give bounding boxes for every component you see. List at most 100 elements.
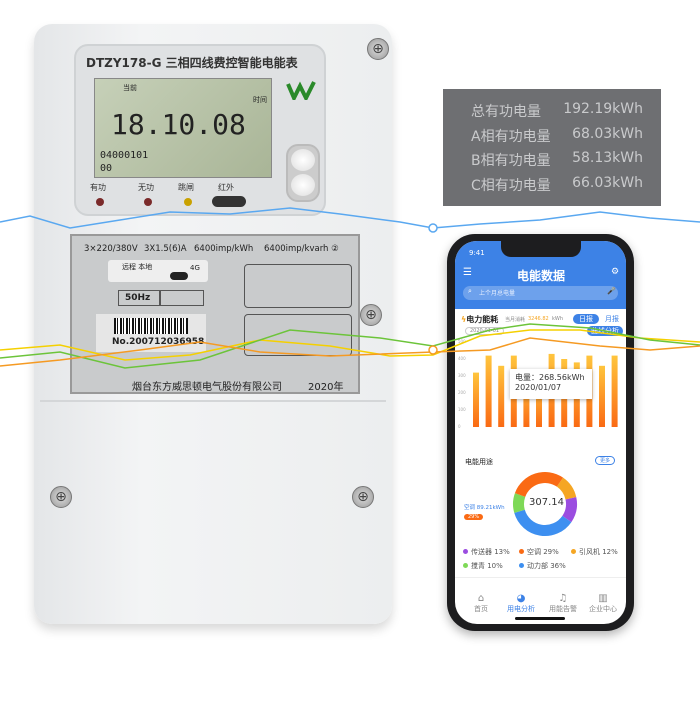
- callout-label: 空调 89.21kWh: [464, 505, 505, 511]
- tooltip-value: 电量：268.56kWh: [515, 373, 585, 382]
- energy-title: ϟ电力能耗: [461, 315, 499, 324]
- y-tick-label: 200: [458, 390, 466, 395]
- screw-icon: ⊕: [352, 486, 374, 508]
- app-title: 电能数据: [517, 269, 566, 283]
- legend-item: 传送器 13%: [463, 547, 510, 557]
- tab-analysis[interactable]: ◕用电分析: [501, 593, 541, 614]
- phone-screen: 9:41 ☰ 电能数据 ⚙ ⌕ 上个月总电量 🎤 ϟ电力能耗 当月消耗 3246…: [455, 241, 626, 624]
- bar[interactable]: [599, 365, 605, 427]
- bar[interactable]: [523, 376, 530, 427]
- year: 2020年: [308, 382, 344, 393]
- legend-item: 搅青 10%: [463, 561, 503, 571]
- indicator-label: 无功: [138, 183, 154, 192]
- trip-led-icon: [184, 198, 192, 206]
- lcd-display: 当前 时间 18.10.08 04000101 00: [94, 78, 272, 178]
- settings-icon[interactable]: ⚙: [611, 267, 620, 277]
- daily-report-button[interactable]: 日报: [573, 314, 599, 324]
- screw-icon: ⊕: [360, 304, 382, 326]
- lcd-code: 04000101: [100, 150, 149, 161]
- bar[interactable]: [611, 355, 618, 427]
- active-constant: 6400imp/kWh: [194, 244, 254, 254]
- reading-row: 总有功电量 192.19kWh: [471, 101, 643, 126]
- legend-item: 动力部 36%: [519, 561, 566, 571]
- module-box: 远程 本地 4G: [108, 260, 208, 282]
- menu-icon[interactable]: ☰: [463, 267, 472, 278]
- wiring-diagram: [244, 314, 352, 356]
- meter-faceplate: DTZY178-G 三相四线费控智能电能表 当前 时间 18.10.08 040…: [74, 44, 326, 216]
- reactive-constant: 6400imp/kvarh ②: [264, 244, 339, 254]
- screw-icon: ⊕: [367, 38, 389, 60]
- tab-enterprise[interactable]: ▥企业中心: [583, 593, 623, 614]
- active-led-icon: [96, 198, 104, 206]
- module-labels: 远程 本地: [122, 263, 153, 271]
- y-tick-label: 0: [458, 424, 461, 429]
- pie-chart-icon: ◕: [516, 593, 526, 604]
- reading-value: 66.03kWh: [572, 174, 643, 191]
- serial-number: No.200712036958: [112, 337, 205, 347]
- usage-title: 电能用途: [465, 458, 493, 466]
- barcode-icon: [114, 318, 188, 334]
- tab-alerts[interactable]: ♫用能告警: [543, 593, 583, 614]
- frequency: 50Hz: [125, 293, 151, 303]
- meter-model: DTZY178-G 三相四线费控智能电能表: [86, 56, 298, 70]
- donut-slice[interactable]: [514, 509, 572, 536]
- terminal-cover: [40, 400, 386, 615]
- bar[interactable]: [536, 381, 542, 427]
- lcd-main-value: 18.10.08: [111, 108, 246, 141]
- donut-slice[interactable]: [562, 497, 577, 523]
- orange-line-marker: [428, 345, 438, 355]
- infrared-port-icon: [212, 196, 246, 207]
- manufacturer: 烟台东方威思顿电气股份有限公司: [132, 382, 282, 393]
- lcd-sub: 00: [100, 163, 113, 174]
- app-header: 9:41 ☰ 电能数据 ⚙ ⌕ 上个月总电量 🎤: [455, 241, 626, 309]
- reading-value: 68.03kWh: [572, 125, 643, 142]
- y-tick-label: 300: [458, 373, 466, 378]
- tooltip-date: 2020/01/07: [515, 383, 562, 392]
- lcd-label-current: 当前: [123, 84, 137, 92]
- reading-label: 总有功电量: [471, 104, 541, 120]
- phone-notch: [501, 241, 581, 257]
- search-input[interactable]: ⌕ 上个月总电量 🎤: [463, 286, 618, 300]
- donut-slice[interactable]: [514, 472, 564, 497]
- monthly-report-button[interactable]: 月报: [605, 315, 619, 323]
- status-time: 9:41: [469, 249, 485, 257]
- donut-slice[interactable]: [556, 477, 577, 500]
- bar[interactable]: [485, 355, 492, 427]
- terminal-diagram: [244, 264, 352, 308]
- reading-value: 58.13kWh: [572, 150, 643, 166]
- donut-slice[interactable]: [513, 493, 526, 513]
- reading-label: B相有功电量: [471, 153, 551, 169]
- bar[interactable]: [498, 365, 505, 427]
- month-value: 3246.82: [528, 316, 549, 322]
- nameplate: 3×220/380V 3X1.5(6)A 6400imp/kWh 6400imp…: [70, 234, 360, 394]
- redacted-mark: [170, 272, 188, 280]
- reactive-led-icon: [144, 198, 152, 206]
- reading-value: 192.19kWh: [563, 101, 643, 117]
- tab-home[interactable]: ⌂首页: [461, 593, 501, 614]
- reading-label: C相有功电量: [471, 177, 551, 194]
- chart-tooltip: 电量：268.56kWh 2020/01/07: [510, 369, 592, 399]
- more-button[interactable]: 更多: [595, 456, 616, 465]
- reading-row: C相有功电量 66.03kWh: [471, 175, 643, 200]
- home-indicator: [515, 617, 565, 620]
- month-unit: kWh: [552, 316, 564, 322]
- meter-buttons[interactable]: [286, 144, 320, 202]
- current: 3X1.5(6)A: [144, 244, 187, 254]
- bar[interactable]: [473, 372, 479, 427]
- microphone-icon[interactable]: 🎤: [607, 287, 616, 295]
- callout-percent: 29%: [464, 514, 484, 520]
- y-tick-label: 100: [458, 407, 466, 412]
- up-button[interactable]: [291, 149, 315, 171]
- down-button[interactable]: [291, 174, 315, 196]
- search-placeholder: 上个月总电量: [479, 290, 516, 297]
- blue-line-marker: [428, 223, 438, 233]
- screw-icon: ⊕: [50, 486, 72, 508]
- indicator-label: 有功: [90, 183, 106, 192]
- usage-donut-chart: [513, 472, 577, 536]
- barcode-label: No.200712036958: [96, 314, 206, 352]
- legend-item: 空调 29%: [519, 547, 559, 557]
- brand-logo-icon: [286, 81, 316, 100]
- reading-row: B相有功电量 58.13kWh: [471, 150, 643, 175]
